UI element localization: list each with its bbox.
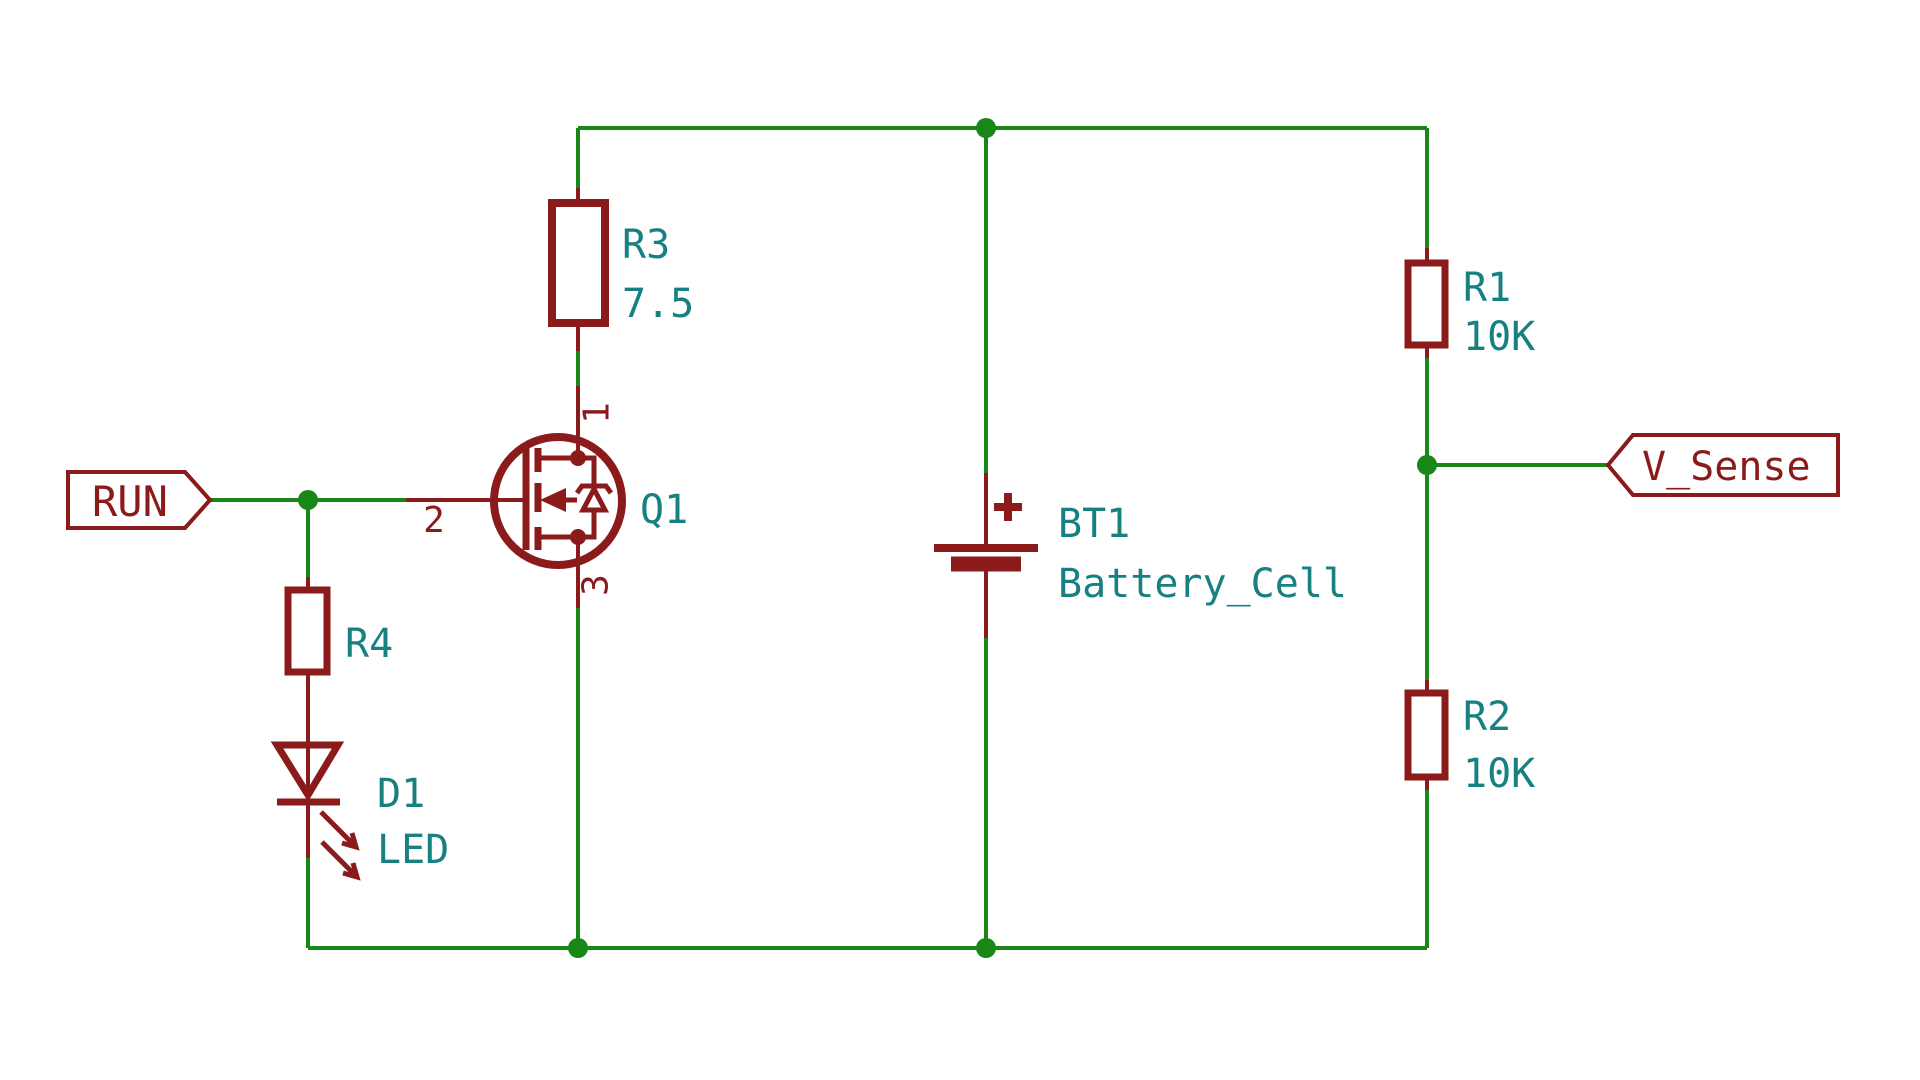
d1-reference: D1 xyxy=(377,771,425,817)
q1-bodydiode-bottom-link xyxy=(578,510,597,540)
r3-body xyxy=(548,199,609,327)
run-flag-outline xyxy=(66,470,213,530)
run-label-text: RUN xyxy=(92,477,168,526)
junction-run[interactable] xyxy=(298,490,318,510)
r2-body xyxy=(1404,689,1449,781)
r2-value: 10K xyxy=(1463,751,1535,797)
q1-pin-number-1: 1 xyxy=(577,402,618,424)
q1-bodydiode-anode xyxy=(578,483,610,513)
r3-reference: R3 xyxy=(622,222,670,268)
r4-body xyxy=(284,586,331,676)
junctions xyxy=(298,118,1437,958)
vsense-label-text: V_Sense xyxy=(1642,444,1811,490)
bt1-reference: BT1 xyxy=(1058,501,1130,547)
r4-reference: R4 xyxy=(345,621,393,667)
net-label-run[interactable]: RUN xyxy=(66,470,213,530)
r3-value: 7.5 xyxy=(622,281,694,327)
vsense-flag-outline xyxy=(1605,433,1840,497)
r1-reference: R1 xyxy=(1463,265,1511,311)
junction-vsense[interactable] xyxy=(1417,455,1437,475)
q1-body-circle xyxy=(490,433,626,569)
wires xyxy=(210,126,1608,950)
q1-reference: Q1 xyxy=(640,487,688,533)
r1-body xyxy=(1404,259,1449,349)
q1-pin-number-2: 2 xyxy=(423,500,445,541)
junction-top-battery[interactable] xyxy=(976,118,996,138)
junction-bottom-q1[interactable] xyxy=(568,938,588,958)
net-label-v-sense[interactable]: V_Sense xyxy=(1605,433,1840,497)
resistor-r2[interactable]: R2 10K xyxy=(1404,680,1535,797)
d1-emission-arrows-icon xyxy=(319,810,361,881)
r2-reference: R2 xyxy=(1463,694,1511,740)
d1-value: LED xyxy=(377,827,449,873)
resistor-r3[interactable]: R3 7.5 xyxy=(548,188,694,351)
junction-bottom-battery[interactable] xyxy=(976,938,996,958)
q1-bodydiode-top-link xyxy=(578,455,597,484)
q1-bulk-arrow xyxy=(540,488,566,512)
bt1-value: Battery_Cell xyxy=(1058,561,1347,607)
battery-bt1[interactable]: BT1 Battery_Cell xyxy=(934,473,1347,638)
transistor-q1[interactable]: 1 3 2 Q1 xyxy=(406,386,688,608)
resistor-r4[interactable]: R4 xyxy=(284,577,393,745)
q1-pin-number-3: 3 xyxy=(576,574,617,596)
led-d1[interactable]: D1 LED xyxy=(270,741,449,881)
bt1-plus-icon xyxy=(994,493,1022,521)
resistor-r1[interactable]: R1 10K xyxy=(1404,248,1535,360)
r1-value: 10K xyxy=(1463,314,1535,360)
